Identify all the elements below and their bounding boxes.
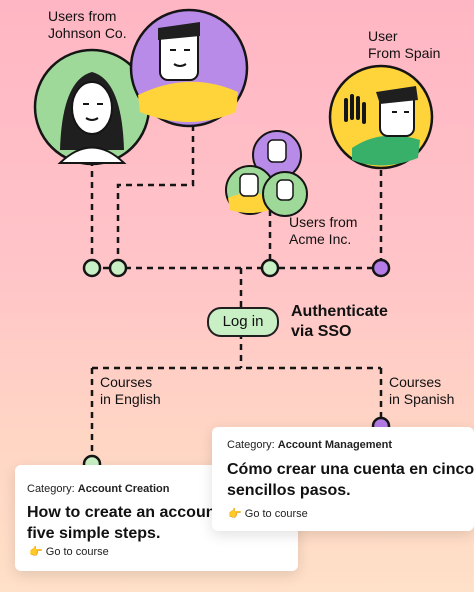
- avatar-johnson-2: [129, 8, 249, 128]
- course-title: Cómo crear una cuenta en cinco sencillos…: [227, 461, 474, 499]
- label-authenticate-sso: Authenticate via SSO: [291, 303, 388, 340]
- go-to-course-label: Go to course: [244, 508, 308, 520]
- go-to-course-label: Go to course: [45, 546, 109, 558]
- category-prefix: Category:: [27, 483, 75, 495]
- card-category: Category: Account Creation: [27, 483, 169, 495]
- label-users-acme: Users from Acme Inc.: [289, 214, 358, 247]
- go-to-course-link[interactable]: 👉 Go to course: [228, 507, 308, 520]
- label-courses-english: Courses in English: [100, 374, 161, 407]
- category-prefix: Category:: [227, 439, 275, 451]
- connector-johnson-2: [116, 125, 195, 268]
- course-title: How to create an accoun five simple step…: [27, 504, 216, 542]
- go-to-course-link[interactable]: 👉 Go to course: [29, 545, 109, 558]
- avatar-acme-group: [225, 130, 308, 217]
- label-courses-spanish: Courses in Spanish: [389, 374, 455, 407]
- category-name: Account Management: [277, 439, 393, 451]
- node-johnson-a: [82, 258, 102, 278]
- avatar-spain: [328, 64, 434, 170]
- node-acme: [260, 258, 280, 278]
- pointing-hand-icon: 👉: [228, 508, 242, 520]
- label-user-spain: User From Spain: [368, 28, 441, 61]
- label-users-johnson: Users from Johnson Co.: [48, 8, 127, 41]
- pointing-hand-icon: 👉: [29, 546, 43, 558]
- course-card-spanish[interactable]: Category: Account Management Cómo crear …: [212, 427, 474, 531]
- login-button[interactable]: Log in: [207, 307, 279, 337]
- category-name: Account Creation: [77, 483, 170, 495]
- card-category: Category: Account Management: [227, 439, 392, 451]
- avatar-johnson-1: [33, 48, 151, 166]
- node-johnson-b: [108, 258, 128, 278]
- node-spain: [371, 258, 391, 278]
